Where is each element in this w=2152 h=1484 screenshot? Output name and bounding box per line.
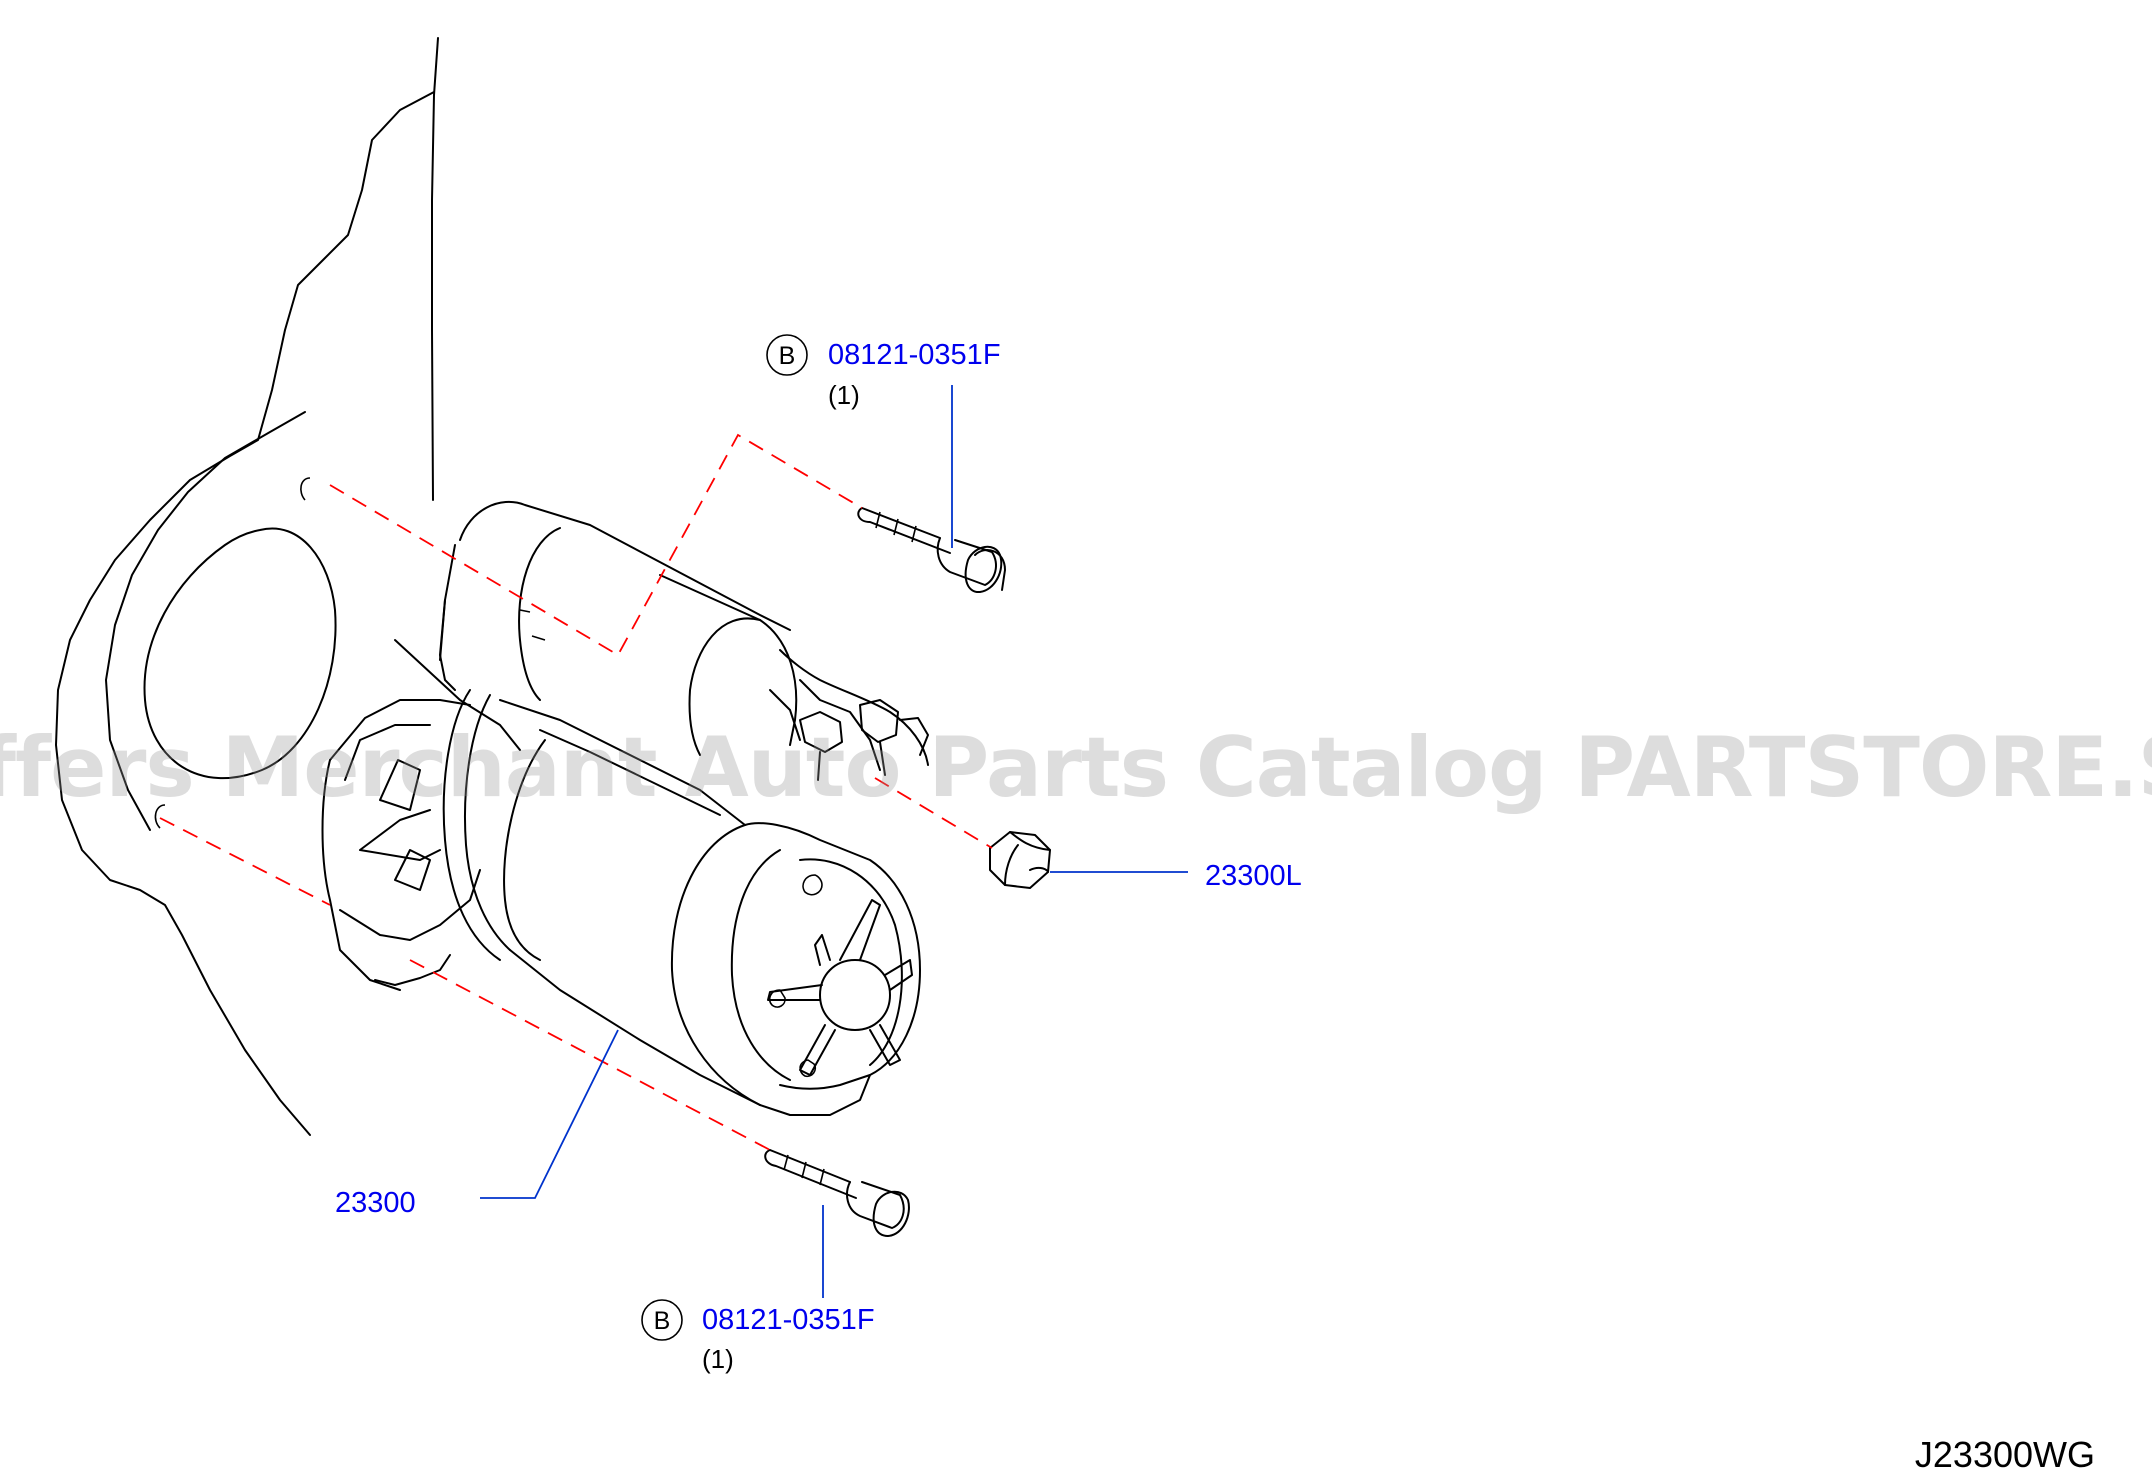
- part-number-link[interactable]: 08121-0351F: [702, 1304, 875, 1336]
- badge-label: B: [654, 1307, 671, 1335]
- watermark: Offers Merchant Auto Parts Catalog PARTS…: [0, 719, 2152, 816]
- badge-label: B: [779, 342, 796, 370]
- nut: [989, 831, 1051, 889]
- leader-lines: [480, 385, 1188, 1298]
- part-number-link[interactable]: 23300L: [1205, 860, 1302, 892]
- installation-center-lines: [159, 433, 993, 1151]
- callout-starter[interactable]: 23300: [335, 1187, 416, 1219]
- quantity-label: (1): [828, 380, 860, 410]
- quantity-label: (1): [702, 1344, 734, 1374]
- badge-circle: [766, 334, 808, 376]
- callout-nut[interactable]: 23300L: [1205, 860, 1302, 892]
- bolt-bottom: [764, 1149, 910, 1237]
- part-number-link[interactable]: 08121-0351F: [828, 339, 1001, 371]
- engine-housing-outline: [55, 37, 439, 1136]
- diagram-code: J23300WG: [1915, 1434, 2095, 1475]
- callout-bolt-top[interactable]: B 08121-0351F (1): [766, 334, 1001, 410]
- bolt-top: [857, 507, 1006, 594]
- starter-motor: [321, 500, 929, 1116]
- part-number-link[interactable]: 23300: [335, 1187, 416, 1219]
- callout-bolt-bottom[interactable]: B 08121-0351F (1): [641, 1299, 875, 1374]
- badge-circle: [641, 1299, 683, 1341]
